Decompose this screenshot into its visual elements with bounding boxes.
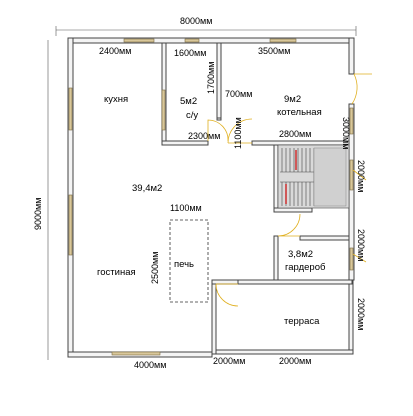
staircase <box>277 144 350 209</box>
wall-living-terrace <box>211 279 239 285</box>
dim-right-top: 3000мм <box>341 117 351 149</box>
dim-stove-length: 2500мм <box>150 252 160 284</box>
dim-total-height: 9000мм <box>33 198 43 230</box>
room-bath-area: 5м2 <box>180 96 197 107</box>
window-kitchen-left <box>68 87 73 131</box>
window-living-bottom <box>111 351 161 356</box>
terrace-left <box>211 283 217 355</box>
terrace-bottom <box>211 349 354 355</box>
window-bath-top <box>184 38 200 43</box>
dim-kitchen-width: 2400мм <box>99 46 131 56</box>
window-kitchen-inner <box>161 89 166 131</box>
dim-bottom-left: 4000мм <box>134 360 166 370</box>
dim-boiler-width: 3500мм <box>258 46 290 56</box>
wall-stair-left <box>273 144 279 209</box>
wall-wardrobe-left <box>273 235 279 281</box>
top-dimension-line <box>55 26 357 36</box>
window-living-left <box>68 194 73 256</box>
dim-door-700: 700мм <box>225 89 252 99</box>
wall-bath-boiler <box>216 42 222 119</box>
wall-boiler-left-stub <box>216 117 222 121</box>
door-stair-right <box>352 169 367 181</box>
dim-wardrobe-2000: 2000мм <box>356 229 366 261</box>
room-stove: печь <box>174 259 194 270</box>
wall-stair-bottom <box>273 207 313 213</box>
dim-stove-top: 1100мм <box>170 203 202 213</box>
dim-terrace-bottom-right: 2000мм <box>279 356 311 366</box>
door-entrance <box>351 73 372 105</box>
terrace-top <box>237 279 353 285</box>
room-living-area: 39,4м2 <box>132 183 162 194</box>
room-wardrobe: гардероб <box>285 262 326 273</box>
dim-bath-bottom: 2300мм <box>188 131 220 141</box>
room-kitchen: кухня <box>104 94 128 105</box>
room-living: гостиная <box>97 267 136 278</box>
wall-wardrobe-top <box>299 235 350 241</box>
windows <box>68 38 354 356</box>
window-wardrobe-right <box>349 247 354 271</box>
door-wardrobe <box>277 213 301 237</box>
room-bath: с/у <box>186 110 198 121</box>
wall-top <box>67 37 355 44</box>
window-kitchen-top <box>123 38 155 43</box>
room-wardrobe-area: 3,8м2 <box>288 249 313 260</box>
dim-terrace-bottom-left: 2000мм <box>213 356 245 366</box>
dim-total-width: 8000мм <box>180 16 212 26</box>
dim-bath-height: 1700мм <box>206 62 216 94</box>
wall-boiler-bottom <box>251 140 350 146</box>
door-boiler <box>227 118 253 144</box>
door-bath <box>207 119 229 142</box>
doors <box>207 73 372 307</box>
room-boiler: котельная <box>277 107 322 118</box>
window-boiler-top <box>269 38 297 43</box>
window-stair-right <box>349 159 354 191</box>
door-wardrobe-right <box>352 253 367 263</box>
room-terrace: терраса <box>284 316 320 327</box>
wall-right-top <box>348 37 355 75</box>
dim-terrace-right: 2000мм <box>356 298 366 330</box>
dim-boiler-bottom: 2800мм <box>279 129 311 139</box>
stove <box>169 219 209 303</box>
dim-stair-2000: 2000мм <box>356 160 366 192</box>
door-terrace <box>215 283 239 307</box>
terrace-right <box>348 279 354 355</box>
wall-bath-bottom <box>161 140 209 146</box>
room-boiler-area: 9м2 <box>284 94 301 105</box>
dim-hall-1100: 1100мм <box>233 117 243 149</box>
dim-bath-width: 1600мм <box>174 48 206 58</box>
window-boiler-right <box>349 107 354 135</box>
labels: 8000мм 9000мм 2400мм 1600мм 1700мм 3500м… <box>33 16 366 370</box>
